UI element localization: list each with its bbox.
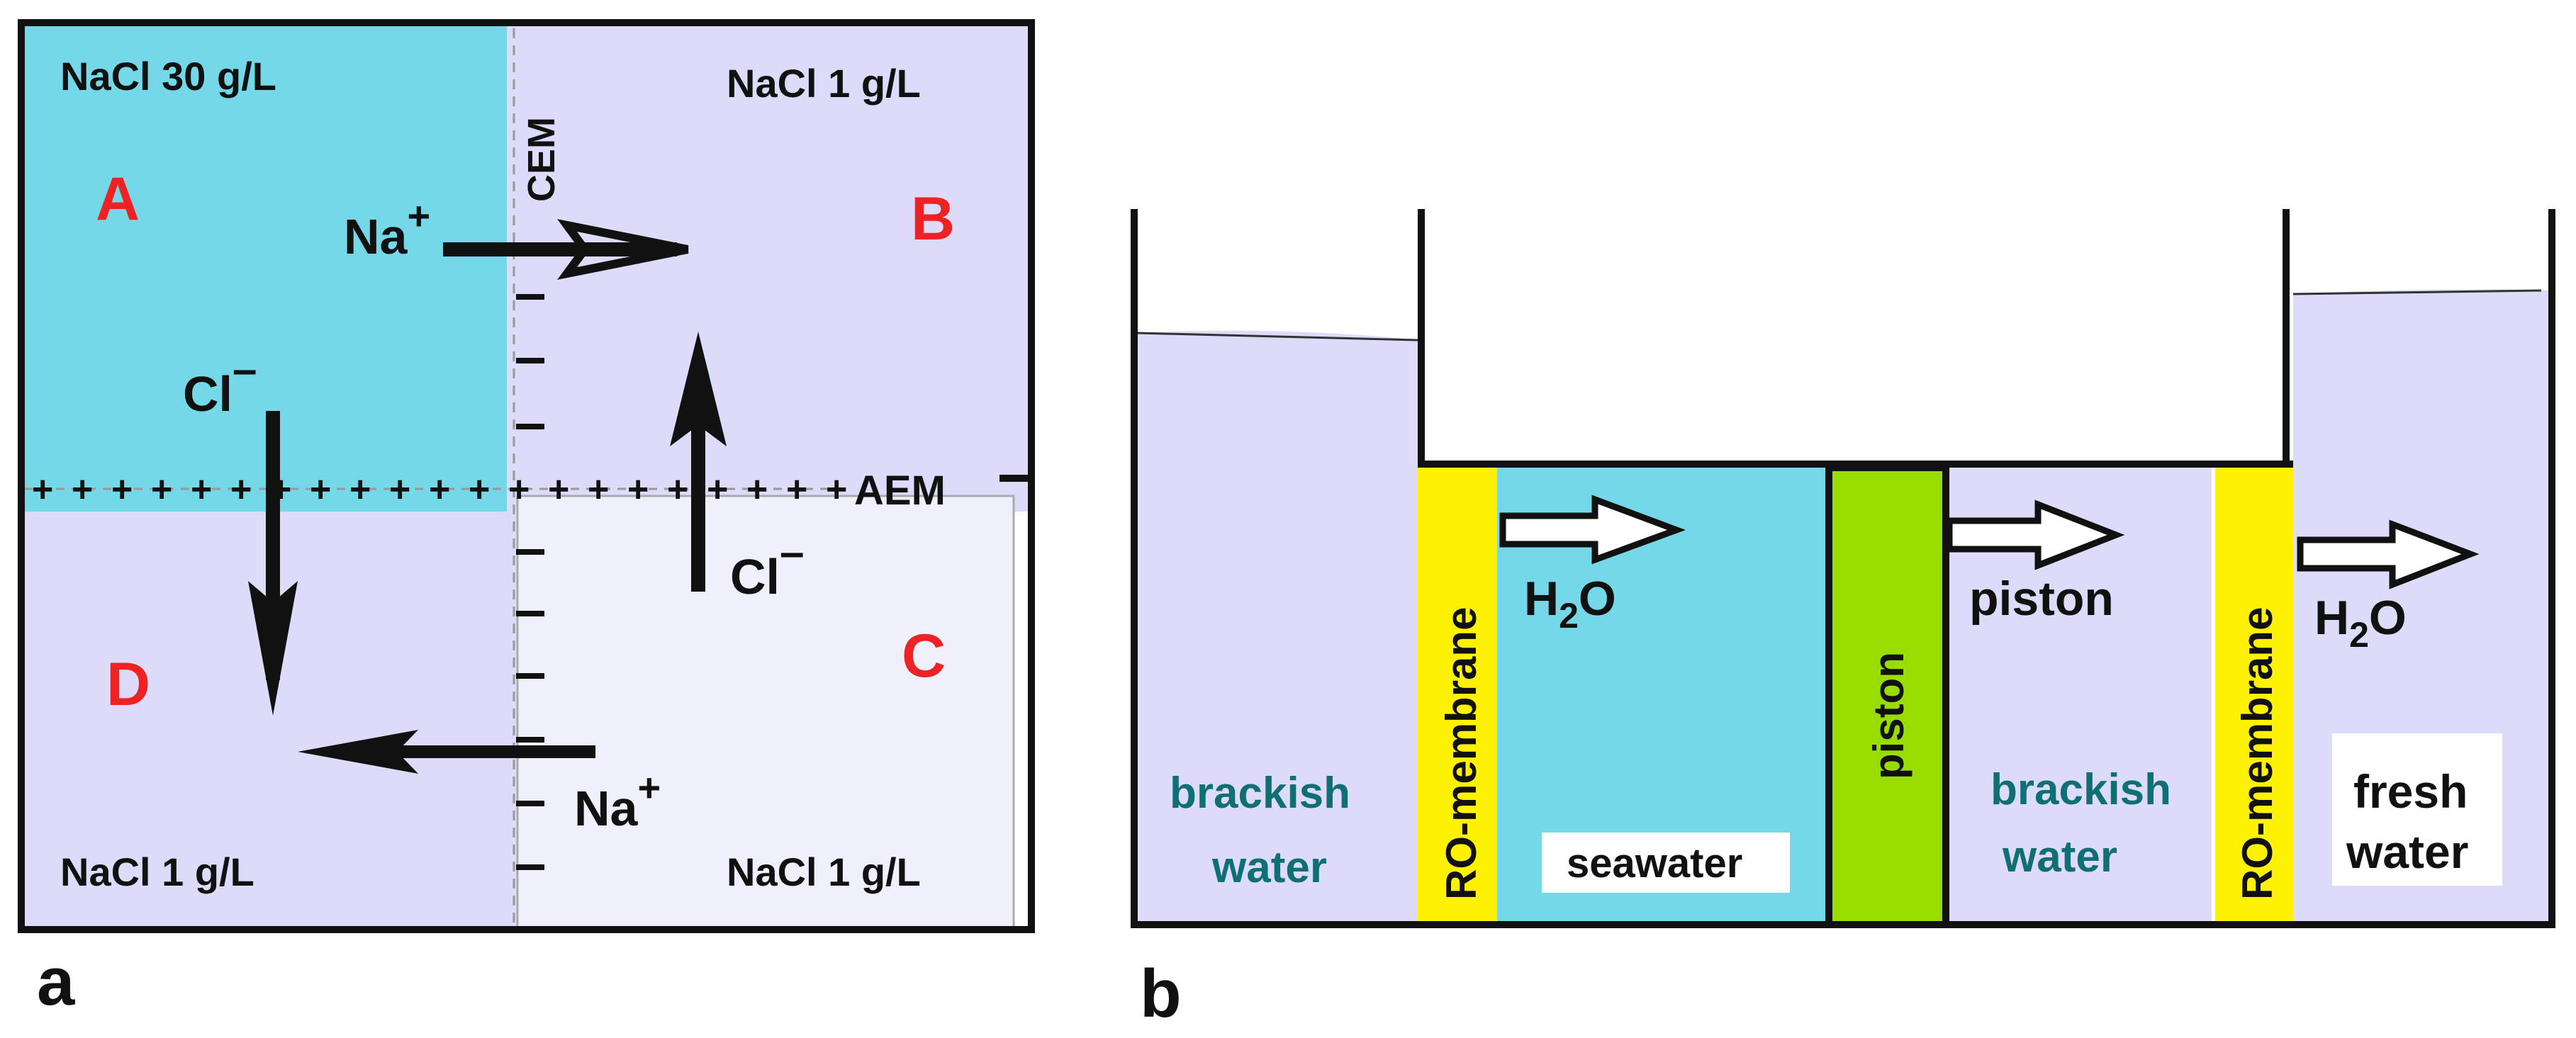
piston-flow-label: piston (1969, 572, 2114, 626)
aem-plus-sign: + (111, 469, 133, 510)
aem-plus-sign: + (151, 469, 172, 510)
aem-end-tick (999, 475, 1031, 482)
aem-plus-sign: + (191, 469, 212, 510)
ro-membrane-right-label: RO-membrane (2234, 607, 2281, 900)
brackish-right-line2: water (2002, 833, 2117, 881)
fresh-line2: water (2346, 825, 2468, 878)
ion-na-top: Na+ (344, 193, 430, 264)
aem-plus-sign: + (389, 469, 410, 510)
left-tank-surface-line (1137, 332, 1418, 342)
aem-plus-sign: + (310, 469, 331, 510)
region-a-label: A (96, 165, 140, 233)
aem-plus-sign: + (746, 469, 768, 510)
brackish-left-line1: brackish (1170, 769, 1350, 818)
cem-minus-signs (516, 294, 544, 870)
h2o-right-label: H2O (2314, 591, 2407, 655)
aem-plus-sign: + (469, 469, 490, 510)
ro-membrane-left (1418, 464, 1497, 925)
region-d-label: D (106, 650, 150, 718)
aem-plus-sign: + (429, 469, 450, 510)
piston-block (1825, 464, 1949, 928)
arrow-na-c-to-d (298, 730, 595, 774)
fresh-label-bg (2332, 733, 2502, 886)
panel-a: +++++++++++++++++++++ NaCl 30 g/L NaCl 1… (18, 19, 1035, 1020)
arrow-na-a-to-b (443, 219, 689, 280)
aem-plus-sign: + (32, 469, 53, 510)
region-b-label: B (911, 185, 955, 253)
compartment-c-fill (517, 496, 1014, 928)
ion-cl-right: Cl– (730, 528, 804, 604)
panel-b: brackish water seawater brackish water f… (1131, 209, 2555, 1032)
conc-a: NaCl 30 g/L (60, 54, 276, 98)
region-c-label: C (902, 622, 946, 690)
cem-label: CEM (520, 117, 563, 202)
aem-plus-sign: + (349, 469, 371, 510)
ion-na-bottom: Na+ (574, 765, 661, 836)
aem-plus-sign: + (230, 469, 252, 510)
arrow-piston (1946, 500, 2125, 570)
panel-b-letter: b (1140, 956, 1182, 1032)
aem-plus-sign: + (786, 469, 807, 510)
aem-plus-sign: + (627, 469, 649, 510)
arrow-cl-a-to-d (248, 411, 298, 716)
panel-a-letter: a (37, 944, 75, 1020)
aem-plus-sign: + (826, 469, 847, 510)
aem-label: AEM (854, 468, 946, 514)
h2o-left-label: H2O (1524, 572, 1616, 636)
fresh-line1: fresh (2353, 765, 2468, 818)
left-brackish-water (1134, 330, 1421, 925)
aem-plus-sign: + (588, 469, 609, 510)
compartment-a-fill (21, 23, 507, 512)
panel-b-frame (1131, 209, 2555, 928)
right-tank-surface-line (2292, 289, 2542, 295)
aem-plus-signs: +++++++++++++++++++++ (32, 469, 847, 510)
seawater-label: seawater (1567, 840, 1742, 886)
aem-plus-sign: + (548, 469, 569, 510)
conc-d: NaCl 1 g/L (60, 850, 254, 894)
brackish-left-line2: water (1211, 843, 1327, 892)
seawater-label-bg (1542, 833, 1790, 893)
aem-plus-sign: + (508, 469, 530, 510)
aem-plus-sign: + (707, 469, 728, 510)
ro-membrane-right (2215, 464, 2293, 925)
arrow-h2o-right (2297, 519, 2480, 589)
arrow-h2o-left (1499, 495, 1686, 565)
conc-c: NaCl 1 g/L (727, 850, 921, 894)
aem-plus-sign: + (72, 469, 93, 510)
arrow-cl-c-to-b (670, 332, 727, 592)
conc-b: NaCl 1 g/L (727, 61, 921, 106)
piston-vertical-label: piston (1865, 652, 1913, 779)
aem-plus-sign: + (667, 469, 688, 510)
brackish-right-line1: brackish (1990, 765, 2171, 814)
ro-membrane-left-label: RO-membrane (1438, 607, 1485, 900)
ion-cl-left: Cl– (183, 345, 257, 422)
